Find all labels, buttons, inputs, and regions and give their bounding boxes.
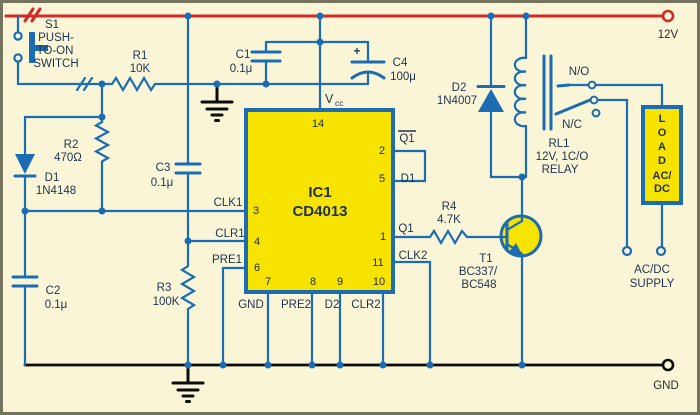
label-ic1-ref: IC1 [308, 184, 331, 201]
q1bar-d1-loop [391, 149, 427, 183]
ground-symbol-bottom [171, 363, 205, 403]
pin-11: 11 [372, 257, 383, 269]
label-c4-value: 100μ [390, 71, 416, 83]
label-12v: 12V [658, 29, 679, 41]
ic1-body [244, 108, 395, 294]
label-vcc-main: V [325, 92, 334, 106]
capacitor-c1-icon [250, 40, 282, 86]
label-clk1: CLK1 [214, 197, 243, 209]
pin-6: 6 [254, 262, 260, 274]
label-c3-ref: C3 [156, 162, 171, 174]
label-load-a: A [658, 141, 666, 153]
resistor-r1-icon [110, 75, 370, 93]
label-c2-ref: C2 [46, 285, 61, 297]
pin-5: 5 [379, 173, 385, 185]
label-c4-ref: C4 [393, 57, 408, 69]
label-d1-ref: D1 [45, 172, 60, 184]
relay-contacts-icon [554, 80, 664, 249]
label-pre2: PRE2 [281, 299, 311, 311]
label-r1-value: 10K [130, 63, 151, 75]
label-s1-ref: S1 [45, 19, 59, 31]
label-load-d: D [658, 155, 666, 167]
pin-1: 1 [380, 231, 386, 243]
label-r2-value: 470Ω [54, 152, 82, 164]
label-gnd-pin: GND [238, 299, 264, 311]
label-rl1-type: RELAY [542, 164, 579, 176]
label-supply-line1: AC/DC [634, 264, 670, 276]
ic-bottom-pin-wires [266, 290, 385, 367]
label-relay-nc: N/C [562, 119, 582, 131]
label-clk2: CLK2 [399, 250, 428, 262]
label-d1-value: 1N4148 [36, 185, 76, 197]
label-r1-ref: R1 [133, 50, 148, 62]
switch-s1-icon [13, 14, 114, 92]
label-r4-ref: R4 [442, 201, 457, 213]
pre1-wire [221, 266, 248, 367]
relay-coil-icon [513, 14, 553, 179]
terminal-12v [661, 9, 675, 23]
label-s1-line2: TO-ON [37, 45, 74, 57]
terminal-gnd [661, 358, 675, 372]
capacitor-c2-icon [11, 209, 39, 367]
supply-terminal-right [655, 245, 667, 257]
label-r3-value: 100K [153, 296, 180, 308]
resistor-r2-icon [93, 120, 111, 213]
power-rail-12v [4, 7, 675, 23]
label-load-ac: AC/ [653, 170, 672, 182]
label-d1-pin: D1 [401, 173, 416, 185]
capacitor-c4-icon [350, 40, 386, 86]
resistor-r4-icon [391, 228, 505, 246]
label-d2-ref: D2 [452, 82, 467, 94]
supply-terminal-left [621, 245, 633, 257]
label-c3-value: 0.1μ [151, 177, 174, 189]
diode-d2-icon [476, 14, 524, 179]
resistor-r3-icon [179, 239, 197, 367]
pin-8: 8 [310, 276, 316, 288]
label-q1bar: Q1 [399, 133, 414, 145]
label-c2-value: 0.1μ [45, 299, 68, 311]
label-t1-part2: BC548 [461, 279, 496, 291]
capacitor-c3-icon [174, 14, 202, 243]
label-d2-pin: D2 [325, 299, 340, 311]
label-relay-no: N/O [569, 66, 590, 78]
label-s1-line1: PUSH- [38, 32, 74, 44]
label-t1-part1: BC337/ [459, 266, 498, 278]
label-ic1-part: CD4013 [292, 203, 347, 220]
label-r2-ref: R2 [64, 139, 79, 151]
label-load-dc: DC [654, 183, 670, 195]
label-gnd-terminal: GND [653, 380, 679, 392]
label-vcc-sub: cc [335, 98, 344, 108]
transistor-t1-icon [499, 175, 543, 367]
clk2-wire [391, 260, 432, 367]
label-d2-value: 1N4007 [437, 95, 477, 107]
pin-7: 7 [265, 276, 271, 288]
diode-d1-icon [13, 115, 37, 213]
label-load-l: L [659, 113, 666, 125]
label-pre1: PRE1 [212, 254, 242, 266]
pin-14: 14 [312, 118, 324, 130]
label-rl1-ref: RL1 [548, 138, 569, 150]
label-r4-value: 4.7K [437, 214, 461, 226]
label-c1-ref: C1 [236, 49, 251, 61]
label-clr2: CLR2 [351, 299, 380, 311]
pin-2: 2 [379, 145, 385, 157]
pin-9: 9 [337, 276, 343, 288]
label-load-o: O [658, 127, 667, 139]
label-s1-line3: SWITCH [33, 58, 78, 70]
pin-3: 3 [253, 205, 259, 217]
pin-10: 10 [373, 276, 385, 288]
junction-dots [21, 12, 530, 369]
label-supply-line2: SUPPLY [630, 278, 675, 290]
label-t1-ref: T1 [479, 253, 492, 265]
pin-4: 4 [254, 236, 260, 248]
label-r3-ref: R3 [157, 282, 172, 294]
label-rl1-spec: 12V, 1C/O [536, 151, 589, 163]
label-clr1: CLR1 [215, 228, 244, 240]
label-q1: Q1 [398, 223, 413, 235]
label-c1-value: 0.1μ [230, 63, 253, 75]
label-c4-polarity: + [354, 46, 361, 58]
